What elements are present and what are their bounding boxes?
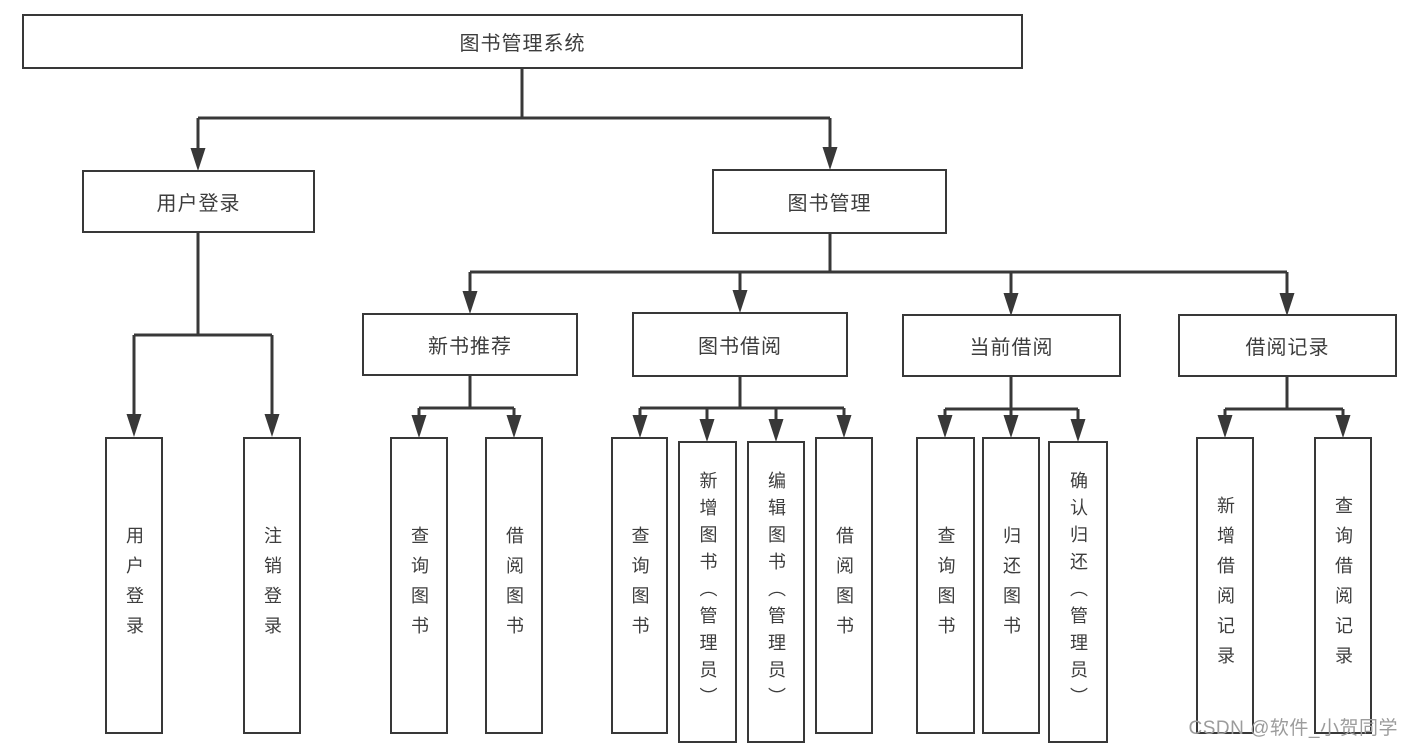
- leaf-label: 新增图书（管理员）: [697, 470, 718, 714]
- leaf-add-borrow-record: 新增借阅记录: [1196, 437, 1254, 734]
- leaf-label: 查询图书: [935, 525, 956, 646]
- leaf-label: 借阅图书: [504, 525, 524, 646]
- leaf-label: 归还图书: [1001, 525, 1021, 646]
- leaf-query-books-recommend: 查询图书: [390, 437, 448, 734]
- node-label: 借阅记录: [1245, 337, 1330, 359]
- leaf-add-book-admin: 新增图书（管理员）: [678, 441, 737, 743]
- node-label: 图书借阅: [698, 336, 782, 358]
- leaf-user-login: 用户登录: [105, 437, 163, 734]
- leaf-logout: 注销登录: [243, 437, 301, 734]
- leaf-query-borrow-record: 查询借阅记录: [1314, 437, 1372, 734]
- leaf-borrow-books-recommend: 借阅图书: [485, 437, 543, 734]
- leaf-query-books-current: 查询图书: [916, 437, 975, 734]
- leaf-label: 注销登录: [262, 525, 282, 646]
- leaf-label: 编辑图书（管理员）: [766, 470, 786, 714]
- csdn-watermark: CSDN @软件_小贺同学: [1188, 718, 1398, 739]
- leaf-label: 用户登录: [124, 525, 144, 646]
- node-label: 图书管理系统: [459, 33, 586, 55]
- node-label: 用户登录: [156, 193, 241, 215]
- node-user-login: 用户登录: [82, 170, 315, 233]
- node-current-borrowing: 当前借阅: [902, 314, 1121, 377]
- node-book-management: 图书管理: [712, 169, 947, 234]
- leaf-label: 新增借阅记录: [1215, 495, 1235, 676]
- node-label: 新书推荐: [428, 336, 512, 358]
- leaf-label: 借阅图书: [834, 525, 854, 646]
- node-book-borrowing: 图书借阅: [632, 312, 848, 377]
- leaf-query-books-borrow: 查询图书: [611, 437, 668, 734]
- leaf-label: 查询借阅记录: [1333, 495, 1353, 676]
- node-label: 当前借阅: [969, 337, 1054, 359]
- leaf-confirm-return-admin: 确认归还（管理员）: [1048, 441, 1108, 743]
- node-borrowing-records: 借阅记录: [1178, 314, 1397, 377]
- leaf-return-books: 归还图书: [982, 437, 1040, 734]
- node-label: 图书管理: [787, 193, 872, 215]
- leaf-edit-book-admin: 编辑图书（管理员）: [747, 441, 805, 743]
- leaf-label: 查询图书: [629, 525, 650, 646]
- leaf-label: 查询图书: [409, 525, 429, 646]
- leaf-label: 确认归还（管理员）: [1068, 470, 1088, 714]
- leaf-borrow-books: 借阅图书: [815, 437, 873, 734]
- node-library-management-system: 图书管理系统: [22, 14, 1023, 69]
- node-new-book-recommendation: 新书推荐: [362, 313, 578, 376]
